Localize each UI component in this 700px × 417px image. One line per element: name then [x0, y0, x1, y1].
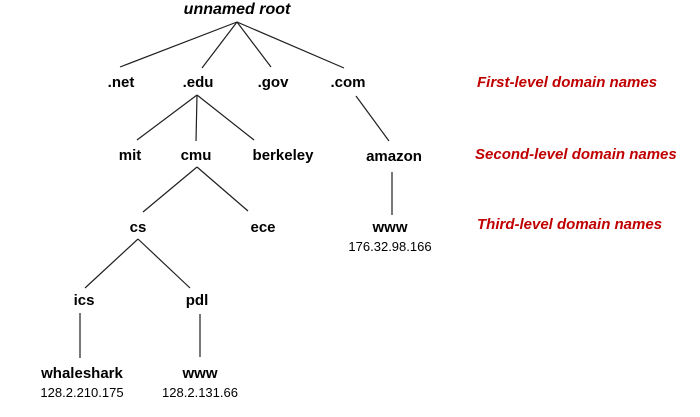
node-ece: ece: [250, 219, 276, 236]
annotation-first-level: First-level domain names: [477, 74, 658, 91]
node-whaleshark-ip: 128.2.210.175: [40, 385, 124, 400]
edge-edu-berkeley: [196, 94, 255, 141]
node-www-pdl-ip: 128.2.131.66: [162, 385, 238, 400]
node-berkeley: berkeley: [252, 147, 314, 164]
annotation-third-level: Third-level domain names: [477, 216, 663, 233]
node-www-pdl: www 128.2.131.66: [162, 365, 238, 401]
node-www-pdl-label: www: [182, 365, 218, 382]
edge-cmu-ece: [196, 166, 249, 212]
edge-cs-pdl: [137, 238, 191, 289]
edge-edu-mit: [136, 94, 198, 141]
edge-cmu-cs: [142, 166, 198, 213]
edge-root-edu: [201, 21, 238, 69]
node-net: .net: [107, 74, 135, 91]
node-edu: .edu: [182, 74, 214, 91]
edge-cs-ics: [84, 238, 139, 289]
node-gov: .gov: [257, 74, 289, 91]
node-cmu: cmu: [180, 147, 212, 164]
node-pdl: pdl: [185, 292, 209, 309]
node-mit: mit: [118, 147, 142, 164]
node-www-amazon-label: www: [372, 219, 408, 236]
node-unnamed-root: unnamed root: [183, 1, 291, 18]
node-whaleshark-label: whaleshark: [41, 365, 123, 382]
edge-edu-cmu: [195, 94, 198, 142]
node-cs: cs: [129, 219, 147, 236]
node-com: .com: [330, 74, 366, 91]
node-www-amazon: www 176.32.98.166: [348, 219, 431, 255]
node-ics: ics: [73, 292, 95, 309]
node-www-amazon-ip: 176.32.98.166: [348, 239, 432, 254]
edge-com-amazon: [355, 95, 390, 142]
edge-root-com: [236, 21, 345, 69]
node-whaleshark: whaleshark 128.2.210.175: [40, 365, 123, 401]
annotation-second-level: Second-level domain names: [475, 146, 677, 163]
edge-root-gov: [236, 21, 272, 68]
node-amazon: amazon: [366, 148, 422, 165]
edge-root-net: [119, 21, 238, 68]
